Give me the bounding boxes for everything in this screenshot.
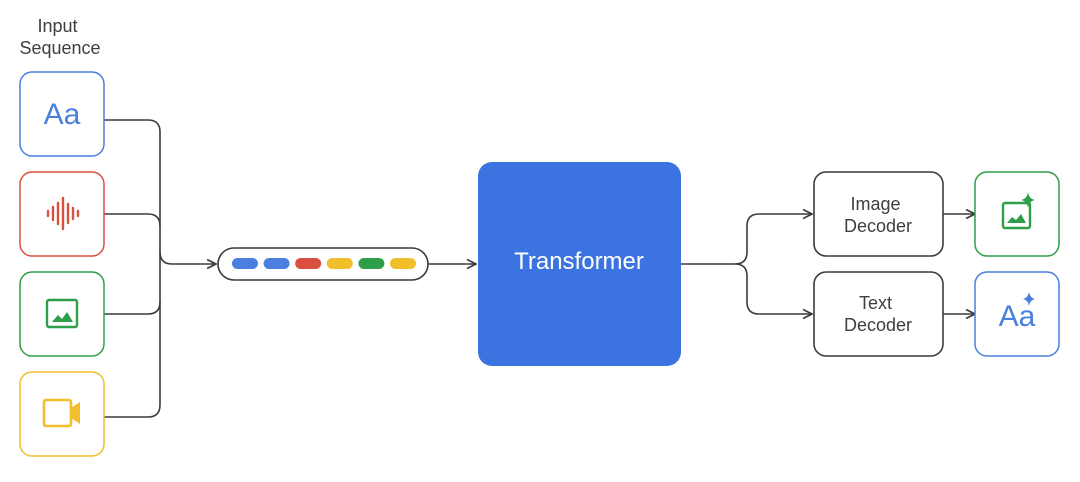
input-text-box: Aa — [19, 71, 105, 157]
image-decoder-label: Image Decoder — [844, 194, 912, 236]
input-connectors — [104, 119, 476, 418]
sparkle-icon — [1021, 192, 1035, 208]
text-aa-icon: Aa — [44, 98, 81, 131]
token-2 — [263, 258, 290, 269]
transformer-block: Transformer — [478, 162, 681, 366]
token-4 — [326, 258, 353, 269]
audio-waveform-icon — [46, 196, 80, 231]
token-sequence — [217, 247, 429, 281]
generated-text-aa-icon: Aa — [999, 292, 1036, 333]
token-5 — [358, 258, 385, 269]
token-6 — [390, 258, 416, 269]
input-sequence-label: Input Sequence — [19, 16, 100, 58]
input-audio-box — [19, 171, 105, 257]
image-decoder-line-2: Decoder — [844, 216, 912, 236]
video-camera-icon — [42, 398, 80, 428]
token-3 — [295, 258, 322, 269]
token-sequence-pill — [217, 247, 429, 281]
transformer-box — [478, 162, 681, 366]
image-icon — [45, 298, 79, 329]
input-label-line-2: Sequence — [19, 38, 100, 58]
image-decoder-line-1: Image — [850, 194, 900, 214]
output-connectors — [681, 214, 975, 314]
input-label-line-1: Input — [37, 16, 77, 36]
text-decoder-line-2: Decoder — [844, 315, 912, 335]
sparkle-icon — [1023, 292, 1035, 306]
output-text-box: Aa — [974, 271, 1060, 357]
input-image-box — [19, 271, 105, 357]
text-decoder-label: Text Decoder — [844, 293, 912, 335]
input-video-box — [19, 371, 105, 457]
text-decoder-box: Text Decoder — [813, 271, 944, 357]
generated-image-icon — [1001, 192, 1035, 230]
transformer-label: Transformer — [514, 248, 644, 275]
image-decoder-box: Image Decoder — [813, 171, 944, 257]
tokens — [232, 258, 416, 269]
output-text-glyph: Aa — [999, 300, 1036, 333]
token-1 — [232, 258, 258, 269]
text-decoder-line-1: Text — [859, 293, 892, 313]
output-image-box — [974, 171, 1060, 257]
